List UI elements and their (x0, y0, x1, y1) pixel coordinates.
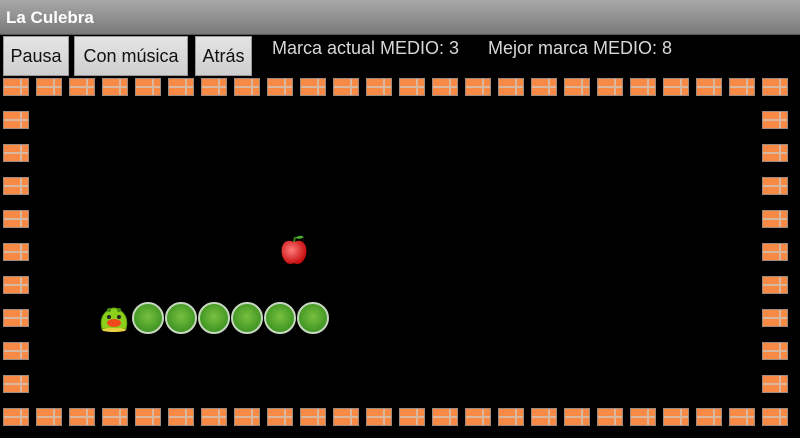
wall-brick (333, 408, 359, 426)
wall-brick (564, 408, 590, 426)
wall-brick (267, 78, 293, 96)
wall-brick (36, 408, 62, 426)
wall-brick (597, 408, 623, 426)
wall-brick (3, 111, 29, 129)
wall-brick (465, 408, 491, 426)
wall-brick (762, 243, 788, 261)
back-button[interactable]: Atrás (195, 36, 252, 76)
music-toggle-button[interactable]: Con música (74, 36, 188, 76)
wall-brick (531, 78, 557, 96)
app-title: La Culebra (6, 8, 94, 27)
wall-brick (762, 276, 788, 294)
best-score: Mejor marca MEDIO: 8 (488, 38, 673, 58)
game-board[interactable] (0, 76, 800, 438)
snake-body-segment (231, 302, 263, 334)
wall-brick (762, 78, 788, 96)
apple-icon (281, 235, 307, 264)
wall-brick (399, 408, 425, 426)
snake-body-segment (264, 302, 296, 334)
snake-body-segment (297, 302, 329, 334)
wall-brick (465, 78, 491, 96)
wall-brick (3, 309, 29, 327)
wall-brick (663, 408, 689, 426)
wall-brick (69, 78, 95, 96)
wall-brick (366, 78, 392, 96)
wall-brick (267, 408, 293, 426)
wall-brick (135, 78, 161, 96)
wall-brick (432, 78, 458, 96)
wall-brick (498, 408, 524, 426)
wall-brick (102, 78, 128, 96)
wall-brick (696, 408, 722, 426)
snake-body-segment (165, 302, 197, 334)
wall-brick (762, 177, 788, 195)
wall-brick (300, 78, 326, 96)
wall-brick (366, 408, 392, 426)
wall-brick (3, 276, 29, 294)
wall-brick (300, 408, 326, 426)
wall-brick (729, 408, 755, 426)
wall-brick (201, 408, 227, 426)
snake-head-icon (100, 307, 128, 332)
wall-brick (234, 78, 260, 96)
wall-brick (630, 408, 656, 426)
wall-brick (762, 210, 788, 228)
wall-brick (597, 78, 623, 96)
wall-brick (762, 375, 788, 393)
wall-brick (432, 408, 458, 426)
snake-body-segment (198, 302, 230, 334)
wall-brick (762, 111, 788, 129)
wall-brick (762, 342, 788, 360)
wall-brick (498, 78, 524, 96)
snake-body-segment (132, 302, 164, 334)
wall-brick (399, 78, 425, 96)
wall-brick (762, 408, 788, 426)
wall-brick (36, 78, 62, 96)
current-score: Marca actual MEDIO: 3 (272, 38, 460, 58)
wall-brick (3, 342, 29, 360)
wall-brick (663, 78, 689, 96)
wall-brick (333, 78, 359, 96)
wall-brick (3, 78, 29, 96)
wall-brick (531, 408, 557, 426)
wall-brick (3, 144, 29, 162)
apple-food (277, 233, 311, 267)
wall-brick (564, 78, 590, 96)
wall-brick (168, 408, 194, 426)
wall-brick (3, 408, 29, 426)
title-bar: La Culebra (0, 0, 800, 35)
wall-brick (630, 78, 656, 96)
wall-brick (729, 78, 755, 96)
wall-brick (201, 78, 227, 96)
wall-brick (168, 78, 194, 96)
wall-brick (102, 408, 128, 426)
wall-brick (3, 210, 29, 228)
wall-brick (3, 243, 29, 261)
wall-brick (3, 177, 29, 195)
wall-brick (3, 375, 29, 393)
wall-brick (69, 408, 95, 426)
wall-brick (135, 408, 161, 426)
wall-brick (234, 408, 260, 426)
wall-brick (762, 144, 788, 162)
wall-brick (696, 78, 722, 96)
wall-brick (762, 309, 788, 327)
snake-head (97, 303, 131, 333)
pause-button[interactable]: Pausa (3, 36, 69, 76)
